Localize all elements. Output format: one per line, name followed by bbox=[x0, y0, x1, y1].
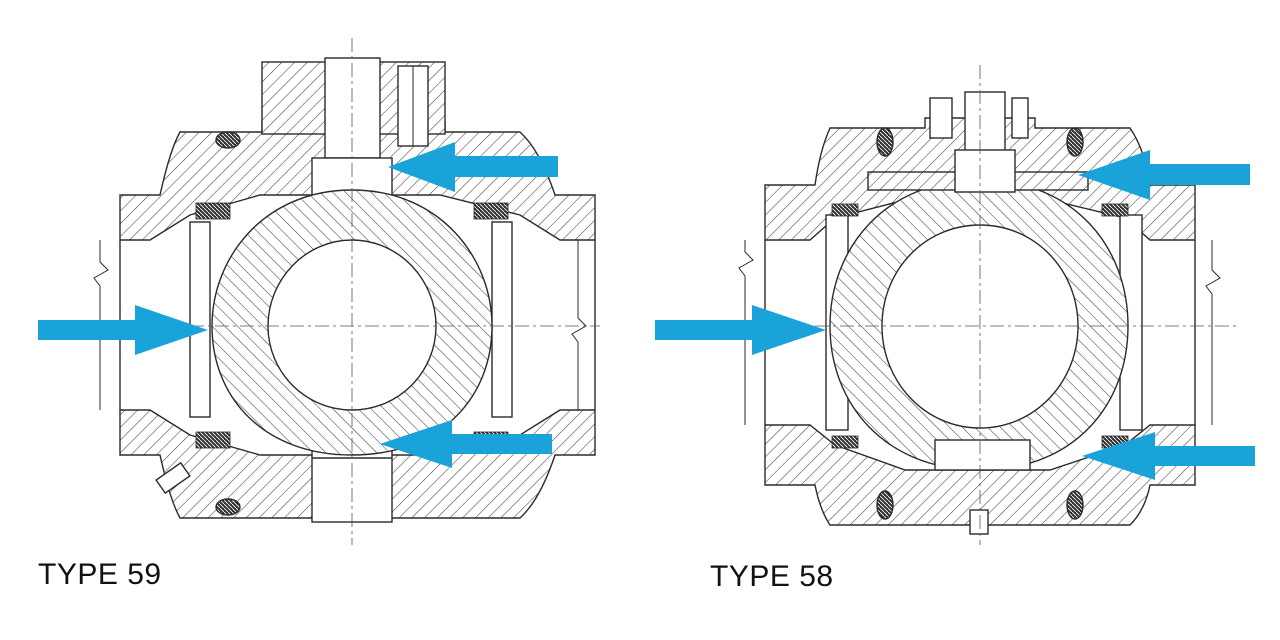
type-58-lower-arrow-icon bbox=[1082, 432, 1255, 480]
type-58-o-ring bbox=[876, 490, 894, 520]
type-59-spring bbox=[473, 202, 509, 220]
type-58-spring bbox=[831, 203, 859, 217]
type-59-o-ring bbox=[215, 498, 241, 516]
type-58-break-line bbox=[1205, 240, 1221, 425]
type-59-right-seat bbox=[491, 221, 513, 418]
type-59-spring bbox=[195, 202, 231, 220]
type-58-o-ring bbox=[876, 127, 894, 157]
type-58-caption: TYPE 58 bbox=[710, 560, 834, 593]
type-58-break-line bbox=[738, 240, 754, 425]
type-58-inlet-arrow-icon bbox=[655, 305, 826, 355]
type-59-spring bbox=[195, 431, 231, 449]
type-58-bolt bbox=[1011, 97, 1029, 139]
type-59-break-line bbox=[571, 240, 587, 410]
type-59-upper-arrow-icon bbox=[388, 142, 558, 192]
type-58-o-ring bbox=[1066, 490, 1084, 520]
type-58-upper-arrow-icon bbox=[1078, 150, 1250, 200]
type-59-inlet-arrow-icon bbox=[38, 305, 208, 355]
type-59-o-ring bbox=[215, 131, 241, 149]
type-58-spring bbox=[1101, 203, 1129, 217]
type-58-ball bbox=[829, 179, 1129, 471]
type-58-centerlines bbox=[740, 65, 1240, 545]
type-59-lower-arrow-icon bbox=[380, 420, 552, 468]
type-58-spring bbox=[831, 435, 859, 449]
type-58-trunnion-slot bbox=[934, 439, 1031, 471]
type-59-valve-drawing bbox=[93, 57, 596, 523]
type-59-ball bbox=[211, 189, 493, 456]
type-59-break-line bbox=[93, 240, 109, 410]
type-58-bolt bbox=[929, 97, 953, 139]
type-59-left-seat bbox=[189, 221, 211, 418]
type-59-caption: TYPE 59 bbox=[38, 558, 162, 591]
type-59-grease-fitting bbox=[155, 461, 191, 495]
type-58-stem-key bbox=[954, 149, 1016, 193]
flow-arrows bbox=[38, 142, 1255, 480]
type-58-o-ring bbox=[1066, 127, 1084, 157]
type-58-drain-plug bbox=[969, 509, 989, 535]
type-59-stem bbox=[324, 57, 381, 159]
